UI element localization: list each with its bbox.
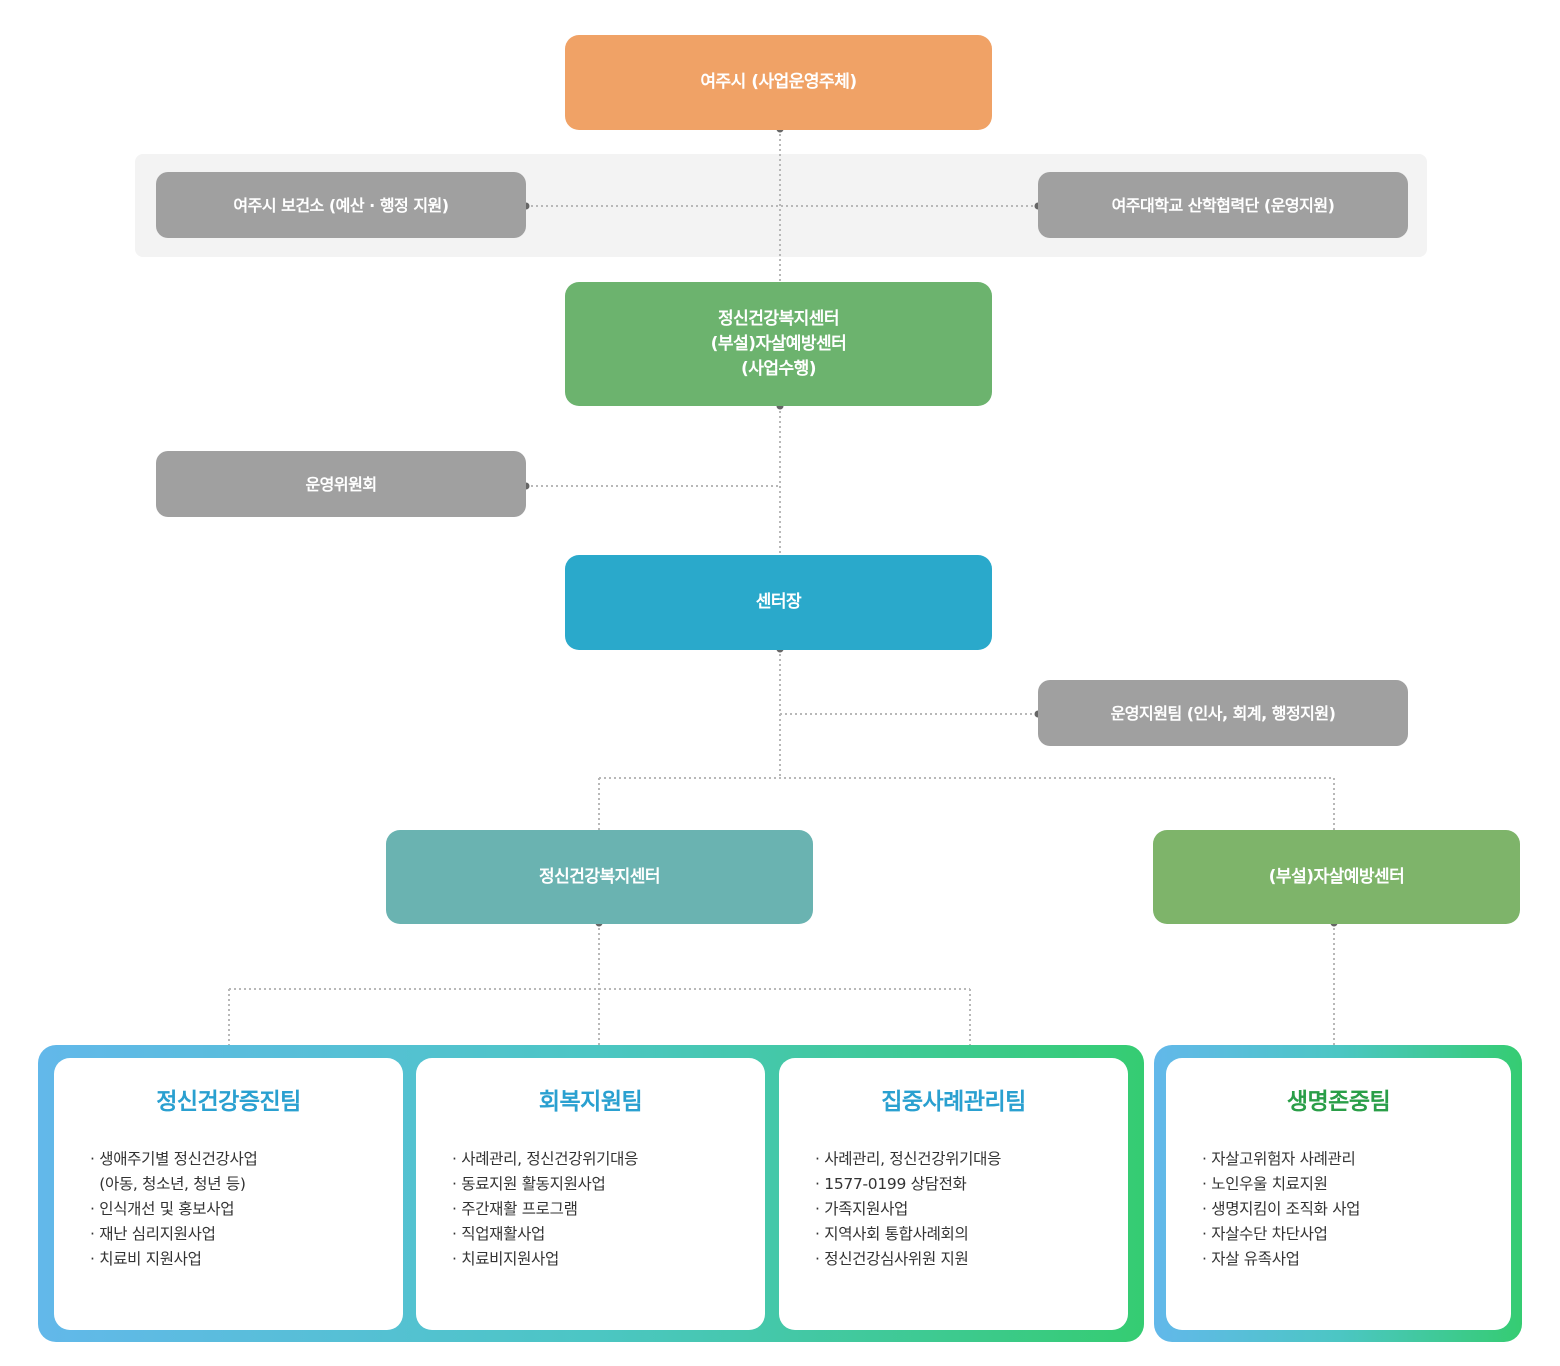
node-mental-health-center-label: 정신건강복지센터 — [538, 866, 661, 887]
team-task-item: · 지역사회 통합사례회의 — [815, 1225, 969, 1243]
node-mental-health-center: 정신건강복지센터 — [386, 830, 813, 924]
node-committee-label: 운영위원회 — [305, 474, 377, 494]
team-task-item: · 노인우울 치료지원 — [1202, 1175, 1328, 1193]
node-health-center: 여주시 보건소 (예산 · 행정 지원) — [156, 172, 526, 238]
team-task-item: · 자살고위험자 사례관리 — [1202, 1150, 1356, 1168]
team-task-item: · 가족지원사업 — [815, 1200, 909, 1218]
team-title: 회복지원팀 — [538, 1089, 643, 1115]
node-yeoju-city-label: 여주시 (사업운영주체) — [700, 72, 857, 92]
team-task-item: · 정신건강심사위원 지원 — [815, 1250, 969, 1268]
team-task-item: · 사례관리, 정신건강위기대응 — [815, 1150, 1002, 1168]
node-executor-line: (사업수행) — [740, 358, 817, 379]
team-task-item: · 주간재활 프로그램 — [452, 1200, 578, 1218]
team-task-item: · 재난 심리지원사업 — [90, 1225, 216, 1243]
node-admin-team-label: 운영지원팀 (인사, 회계, 행정지원) — [1110, 703, 1336, 723]
node-university-label: 여주대학교 산학협력단 (운영지원) — [1111, 195, 1335, 215]
team-task-item: · 사례관리, 정신건강위기대응 — [452, 1150, 639, 1168]
team-task-item: · 생명지킴이 조직화 사업 — [1202, 1200, 1361, 1218]
team-task-item: · 치료비지원사업 — [452, 1250, 559, 1268]
node-committee: 운영위원회 — [156, 451, 526, 517]
team-title: 정신건강증진팀 — [156, 1089, 301, 1115]
team-task-list: · 생애주기별 정신건강사업 (아동, 청소년, 청년 등) · 인식개선 및 … — [90, 1147, 258, 1272]
team-task-list: · 사례관리, 정신건강위기대응 · 동료지원 활동지원사업 · 주간재활 프로… — [452, 1147, 638, 1272]
node-suicide-prevention-center: (부설)자살예방센터 — [1153, 830, 1520, 924]
team-card-life-respect: 생명존중팀 · 자살고위험자 사례관리 · 노인우울 치료지원 · 생명지킴이 … — [1166, 1058, 1511, 1330]
team-task-item: (아동, 청소년, 청년 등) — [90, 1175, 246, 1193]
node-executor-line: 정신건강복지센터 — [717, 308, 840, 329]
node-university: 여주대학교 산학협력단 (운영지원) — [1038, 172, 1408, 238]
team-title: 집중사례관리팀 — [881, 1089, 1026, 1115]
team-task-item: · 치료비 지원사업 — [90, 1250, 202, 1268]
node-director: 센터장 — [565, 555, 992, 650]
node-suicide-prevention-center-label: (부설)자살예방센터 — [1268, 866, 1405, 887]
team-task-list: · 사례관리, 정신건강위기대응 · 1577-0199 상담전화 · 가족지원… — [815, 1147, 1001, 1272]
node-health-center-label: 여주시 보건소 (예산 · 행정 지원) — [233, 195, 449, 215]
team-title: 생명존중팀 — [1286, 1089, 1391, 1115]
team-task-item: · 자살수단 차단사업 — [1202, 1225, 1328, 1243]
team-task-item: · 자살 유족사업 — [1202, 1250, 1300, 1268]
team-task-item: · 생애주기별 정신건강사업 — [90, 1150, 258, 1168]
team-task-item: · 인식개선 및 홍보사업 — [90, 1200, 235, 1218]
node-executor-line: (부설)자살예방센터 — [710, 333, 847, 354]
team-card-promotion: 정신건강증진팀 · 생애주기별 정신건강사업 (아동, 청소년, 청년 등) ·… — [54, 1058, 403, 1330]
team-card-intensive-case: 집중사례관리팀 · 사례관리, 정신건강위기대응 · 1577-0199 상담전… — [779, 1058, 1128, 1330]
node-executor: 정신건강복지센터 (부설)자살예방센터 (사업수행) — [565, 282, 992, 406]
node-director-label: 센터장 — [755, 592, 802, 612]
team-task-item: · 동료지원 활동지원사업 — [452, 1175, 606, 1193]
team-task-item: · 직업재활사업 — [452, 1225, 546, 1243]
team-task-list: · 자살고위험자 사례관리 · 노인우울 치료지원 · 생명지킴이 조직화 사업… — [1202, 1147, 1360, 1272]
team-task-item: · 1577-0199 상담전화 — [815, 1175, 967, 1193]
team-card-recovery: 회복지원팀 · 사례관리, 정신건강위기대응 · 동료지원 활동지원사업 · 주… — [416, 1058, 765, 1330]
node-admin-team: 운영지원팀 (인사, 회계, 행정지원) — [1038, 680, 1408, 746]
node-yeoju-city: 여주시 (사업운영주체) — [565, 35, 992, 130]
